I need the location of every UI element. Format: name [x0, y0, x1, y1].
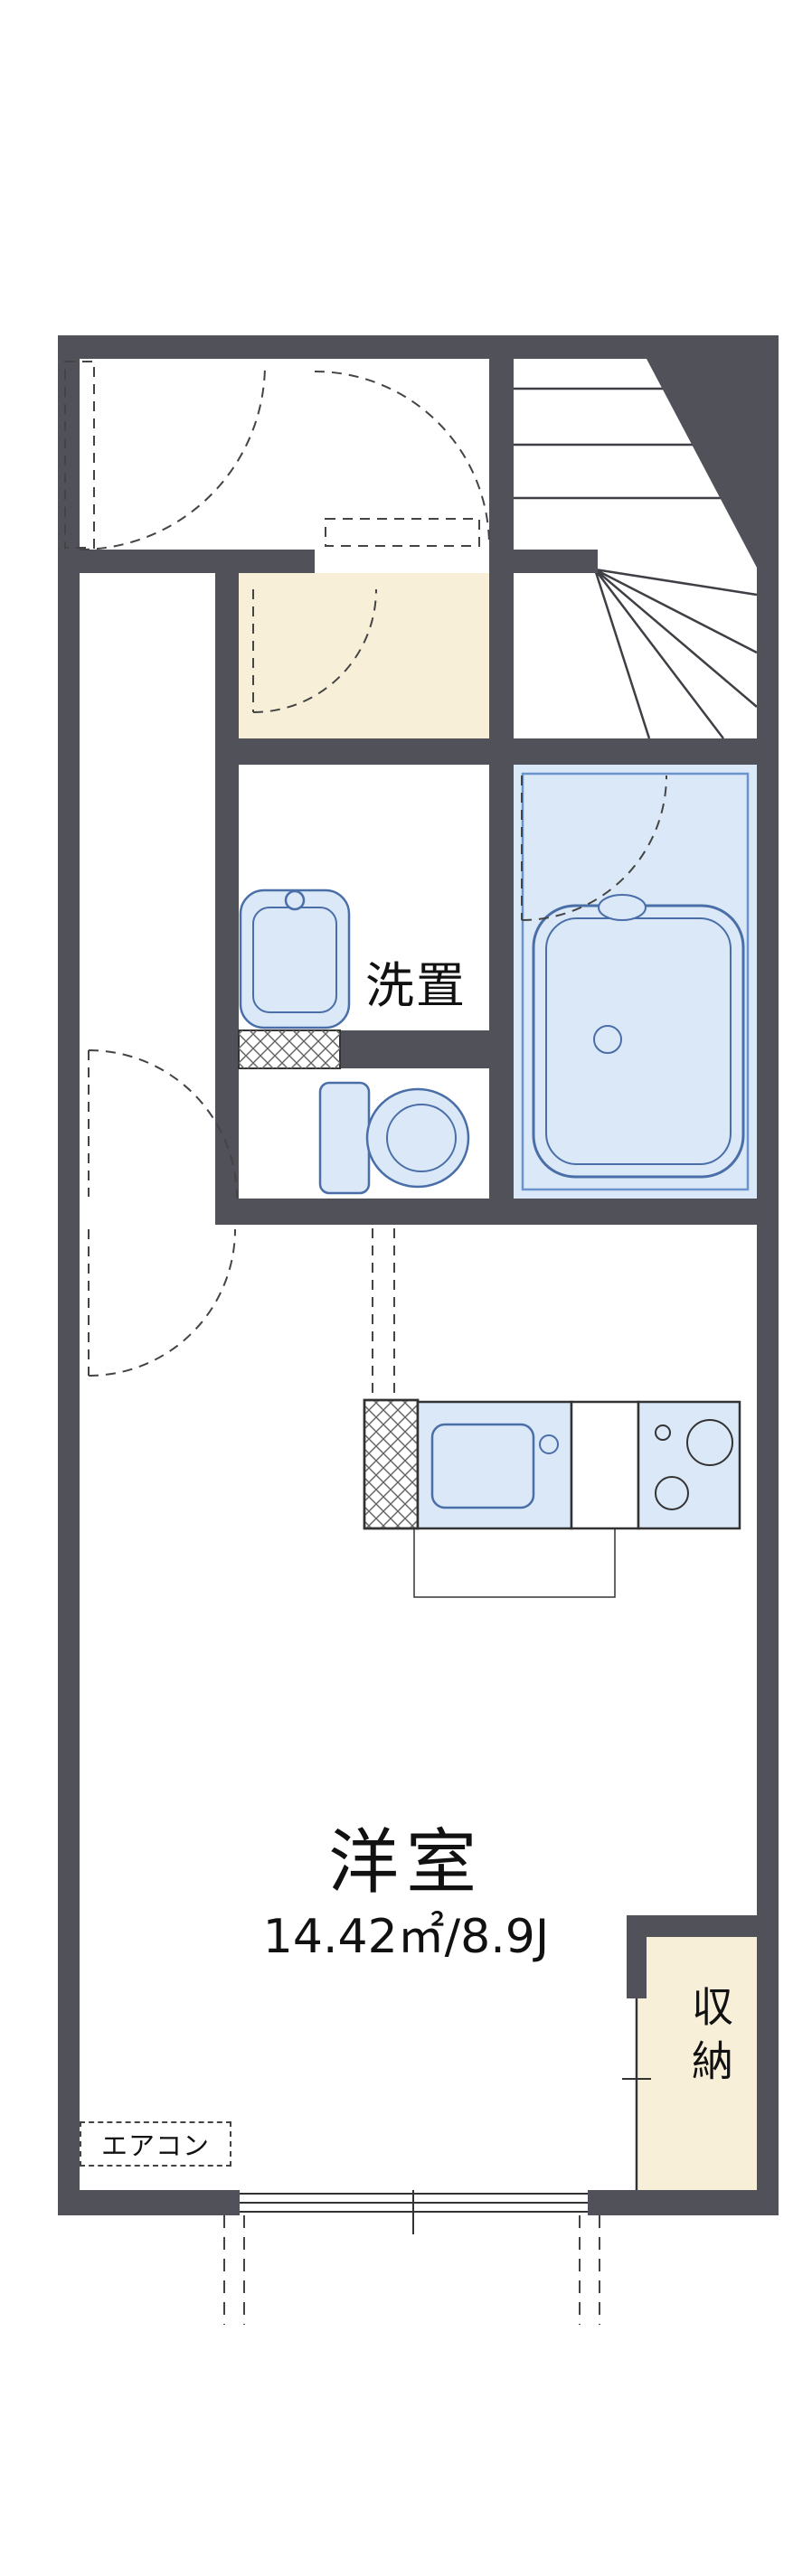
corridor-door-upper [88, 1049, 238, 1199]
toilet-bowl [365, 1087, 470, 1189]
stair-upper-flight [647, 359, 757, 568]
wall-washroom-divider [340, 1030, 489, 1068]
sink-faucet [539, 1434, 559, 1454]
bathtub [532, 894, 745, 1179]
bathroom-door [521, 775, 667, 921]
entrance-hall-door [252, 588, 377, 713]
washbasin-fixture [239, 888, 351, 1029]
wall-stair-divider [489, 550, 598, 573]
entrance-hall-floor [239, 573, 489, 738]
wall-entrance [80, 550, 315, 573]
laundry-space-label: 洗置 [365, 957, 467, 1014]
wall-toilet-bottom [215, 1199, 779, 1225]
bathroom-panel [521, 772, 750, 1191]
wall-washroom-top [215, 738, 779, 765]
wall-right [757, 335, 779, 2215]
closet-label: 収納 [685, 1985, 734, 2093]
aircon-label: エアコン [100, 2130, 210, 2161]
site-boundary-dashes [223, 2215, 600, 2325]
burner-large [686, 1419, 733, 1466]
toilet-fixture [318, 1081, 470, 1195]
wall-closet-stub [627, 1915, 647, 1998]
wall-top [58, 335, 779, 359]
stove-unit [637, 1400, 741, 1530]
wall-closet-top [627, 1915, 779, 1937]
window [240, 2190, 588, 2234]
sink-basin [430, 1423, 535, 1509]
washing-machine-space [238, 1029, 341, 1069]
corridor-door-lower [88, 1228, 236, 1377]
basin-faucet [284, 889, 306, 911]
kitchen-worktop [570, 1400, 640, 1530]
burner-small [655, 1476, 689, 1510]
kitchen-boundary-dashes [372, 1228, 395, 1400]
entrance-door-arc [79, 363, 266, 550]
burner-pilot [655, 1424, 671, 1441]
kitchen-counter [363, 1398, 741, 1598]
kitchen-sink-unit [416, 1400, 573, 1530]
door-swings [64, 361, 667, 1400]
wall-corridor-divider [215, 550, 239, 1199]
aircon-box: エアコン [80, 2121, 231, 2167]
wall-bathroom-left [489, 765, 514, 1199]
wall-left [58, 335, 80, 2215]
room-name-label: 洋室 [327, 1822, 484, 1904]
hall-door-leaf [325, 518, 480, 547]
room-area-label: 14.42㎡/8.9J [262, 1910, 550, 1964]
counter-front [413, 1528, 616, 1598]
closet-front [622, 1998, 651, 2190]
bath-drain [593, 1025, 622, 1054]
hall-door-arc [314, 371, 490, 547]
toilet-tank [318, 1081, 371, 1195]
closet-floor [638, 1937, 757, 2190]
bath-faucet [598, 894, 647, 921]
entrance-door-leaf [64, 361, 95, 549]
